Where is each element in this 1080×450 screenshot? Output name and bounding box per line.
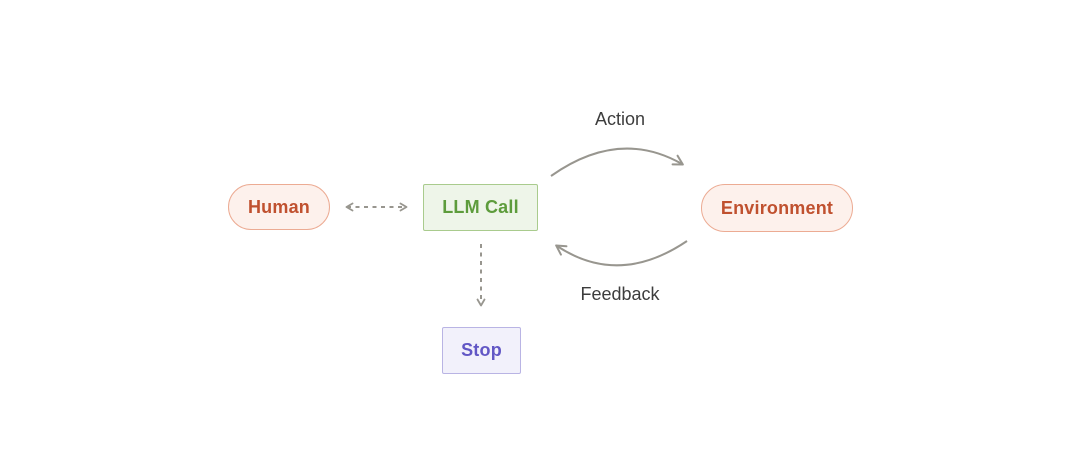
node-environment: Environment — [701, 184, 853, 232]
node-human-label: Human — [247, 196, 310, 217]
node-llm-call: LLM Call — [423, 184, 538, 231]
edge-label-feedback: Feedback — [580, 284, 660, 304]
edge-action-curved-arrow — [550, 147, 684, 177]
node-human: Human — [228, 184, 330, 230]
node-stop: Stop — [442, 327, 521, 374]
edge-feedback-curved-arrow — [555, 240, 688, 267]
node-llm-call-label: LLM Call — [442, 197, 519, 217]
edge-label-action: Action — [594, 109, 646, 129]
node-environment-label: Environment — [720, 197, 834, 218]
node-stop-label: Stop — [461, 340, 502, 360]
